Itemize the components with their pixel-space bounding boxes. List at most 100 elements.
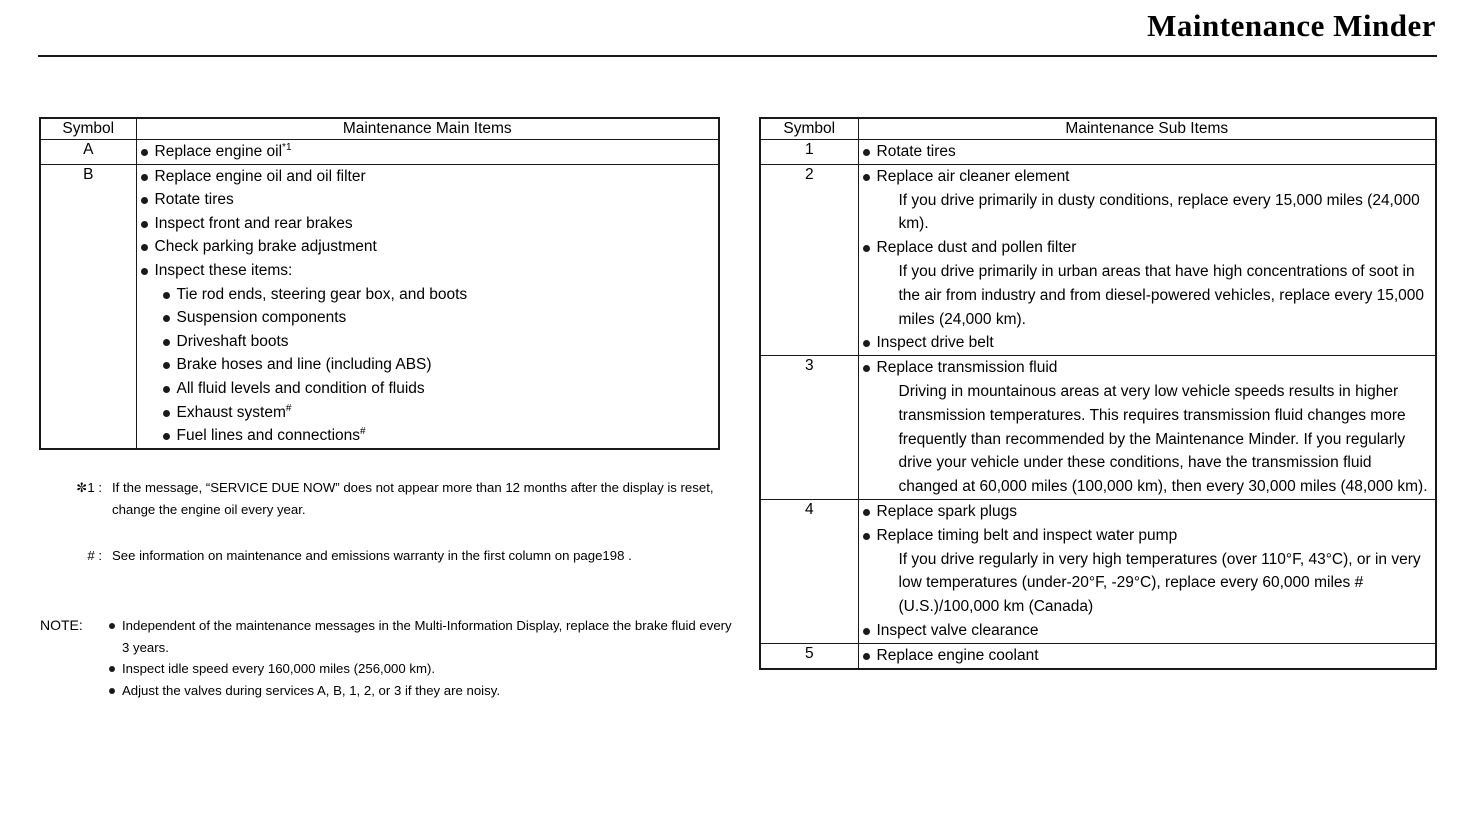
page-title: Maintenance Minder [1147,8,1436,43]
list-item: Rotate tires [859,140,1436,164]
footnote-hash: # : See information on maintenance and e… [40,545,740,567]
list-item-text: Replace transmission fluid [876,359,1058,377]
table-header-row: Symbol Maintenance Main Items [39,117,720,140]
note-item: Adjust the valves during services A, B, … [108,680,740,702]
footnote-key: ✼1 : [76,480,102,495]
list-item: Inspect these items: [137,259,719,283]
list-item: Replace engine oil and oil filter [137,165,719,189]
list-item: Fuel lines and connections# [137,424,719,448]
list-item: All fluid levels and condition of fluids [137,377,719,401]
list-item: Exhaust system# [137,401,719,425]
list-item-text: If you drive primarily in urban areas th… [898,262,1425,328]
note-label: NOTE: [40,617,83,633]
table-header-row: Symbol Maintenance Sub Items [759,117,1437,140]
row-items-cell: Replace air cleaner element If you drive … [857,163,1437,357]
list-item-text: Inspect drive belt [876,334,994,352]
row-symbol-5: 5 [759,642,859,670]
table-row: 1 Rotate tires [759,139,1437,165]
list-item-text: Suspension components [176,309,347,327]
maintenance-sub-items-table: Symbol Maintenance Sub Items 1 Rotate tir… [759,117,1437,670]
list-item: Replace dust and pollen filter [859,236,1436,260]
list-item-text: Fuel lines and connections [176,427,361,445]
row-items-cell: Replace engine oil*1 [135,139,720,165]
table-row: 5 Replace engine coolant [759,642,1437,670]
note-item-text: Adjust the valves during services A, B, … [122,682,500,698]
note-item: Independent of the maintenance messages … [108,615,740,658]
list-item: Rotate tires [137,188,719,212]
item-list: Replace engine coolant [859,644,1436,668]
list-item: Brake hoses and line (including ABS) [137,353,719,377]
footnote-text: If the message, “SERVICE DUE NOW” does n… [112,480,714,517]
list-item-text: Replace dust and pollen filter [876,239,1077,257]
list-item-text: Replace engine coolant [876,646,1039,664]
list-item: Tie rod ends, steering gear box, and boo… [137,283,719,307]
list-item: Replace timing belt and inspect water pu… [859,524,1436,548]
row-symbol-4: 4 [759,498,859,644]
list-item-text: If you drive regularly in very high temp… [898,550,1421,616]
note-block: NOTE: Independent of the maintenance mes… [40,615,740,701]
list-item: If you drive regularly in very high temp… [859,548,1436,619]
list-item-text: Inspect these items: [154,261,293,279]
column-header-symbol: Symbol [39,117,137,140]
item-list: Replace air cleaner element If you drive … [859,165,1436,355]
row-symbol-3: 3 [759,355,859,500]
list-item-text: Brake hoses and line (including ABS) [176,356,432,374]
list-item-text: All fluid levels and condition of fluids [176,379,425,397]
footnote-key: # : [87,548,102,563]
row-items-cell: Rotate tires [857,139,1437,165]
list-item: Driving in mountainous areas at very low… [859,380,1436,499]
list-item-text: Tie rod ends, steering gear box, and boo… [176,285,468,303]
list-item: Inspect valve clearance [859,619,1436,643]
note-item-text: Independent of the maintenance messages … [122,618,732,655]
footnote-marker: *1 [282,141,292,153]
list-item-text: Rotate tires [154,191,234,209]
footnote-text: See information on maintenance and emiss… [112,548,632,563]
note-list: Independent of the maintenance messages … [108,615,740,701]
list-item: Suspension components [137,306,719,330]
list-item: If you drive primarily in urban areas th… [859,260,1436,331]
column-header-items: Maintenance Main Items [135,117,720,140]
footnote-asterisk-1: ✼1 : If the message, “SERVICE DUE NOW” d… [40,477,740,521]
list-item: Inspect drive belt [859,331,1436,355]
list-item: Inspect front and rear brakes [137,212,719,236]
list-item-text: Replace engine oil [154,143,283,160]
list-item: Replace engine oil*1 [137,140,719,164]
list-item-text: Replace timing belt and inspect water pu… [876,526,1178,544]
list-item-text: Replace spark plugs [876,502,1017,520]
page-header: Maintenance Minder [0,0,1472,60]
list-item-text: Rotate tires [876,143,956,160]
list-item: Driveshaft boots [137,330,719,354]
list-item: Replace air cleaner element [859,165,1436,189]
list-item-text: If you drive primarily in dusty conditio… [898,191,1420,233]
item-list: Rotate tires [859,140,1436,164]
list-item-text: Replace engine oil and oil filter [154,167,366,185]
note-item: Inspect idle speed every 160,000 miles (… [108,658,740,680]
footnote-marker: # [360,425,366,437]
list-item-text: Check parking brake adjustment [154,238,377,256]
list-item-text: Driving in mountainous areas at very low… [898,382,1428,496]
row-symbol-B: B [39,163,137,450]
list-item: Replace transmission fluid [859,356,1436,380]
list-item-text: Inspect valve clearance [876,621,1039,639]
item-list: Replace engine oil*1 [137,140,719,164]
row-symbol-1: 1 [759,139,859,165]
list-item-text: Inspect front and rear brakes [154,214,353,232]
list-item: Replace spark plugs [859,500,1436,524]
list-item-text: Exhaust system [176,403,286,421]
header-divider [38,55,1437,57]
list-item-text: Replace air cleaner element [876,167,1070,185]
